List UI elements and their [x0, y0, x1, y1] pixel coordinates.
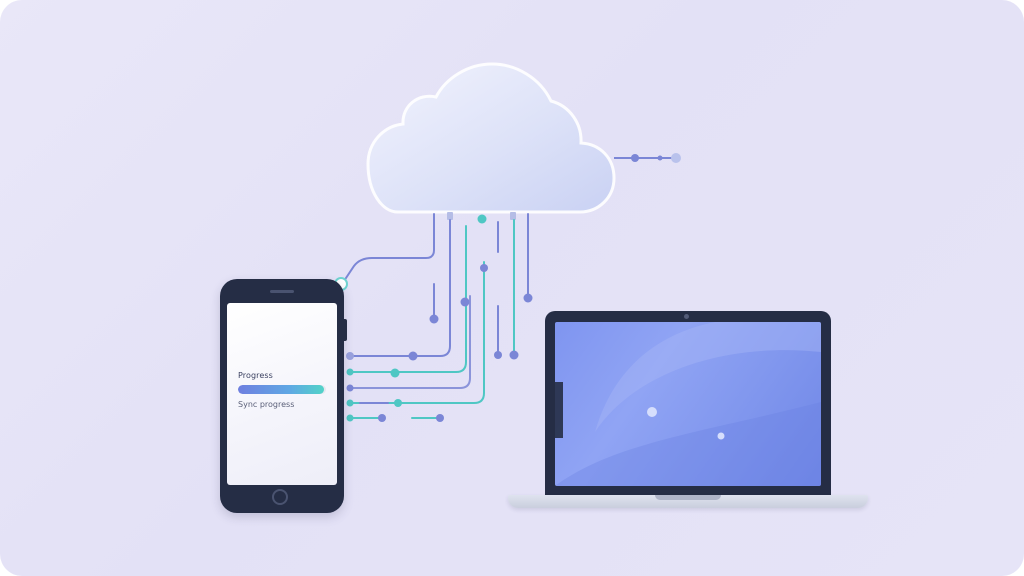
phone-side-button — [344, 319, 347, 341]
laptop-screen — [555, 322, 821, 486]
laptop — [545, 311, 831, 497]
laptop-camera — [684, 314, 689, 319]
cloud-icon — [366, 62, 616, 214]
cloud-port-stubs — [447, 212, 516, 224]
laptop-screen-wallpaper — [555, 322, 821, 486]
laptop-base — [508, 495, 868, 508]
laptop-trackpad-notch — [655, 495, 721, 500]
phone-screen: Progress Sync progress — [227, 303, 337, 485]
cloud-right-connector — [614, 153, 681, 163]
smartphone: Progress Sync progress — [220, 279, 347, 513]
data-lines — [341, 213, 529, 419]
phone-speaker — [270, 290, 294, 293]
progress-label: Progress — [238, 371, 273, 380]
progress-status-text: Sync progress — [238, 400, 295, 409]
home-button-icon — [272, 489, 288, 505]
progress-bar-fill — [238, 385, 325, 394]
line-nodes — [334, 264, 533, 422]
progress-bar — [238, 385, 326, 394]
